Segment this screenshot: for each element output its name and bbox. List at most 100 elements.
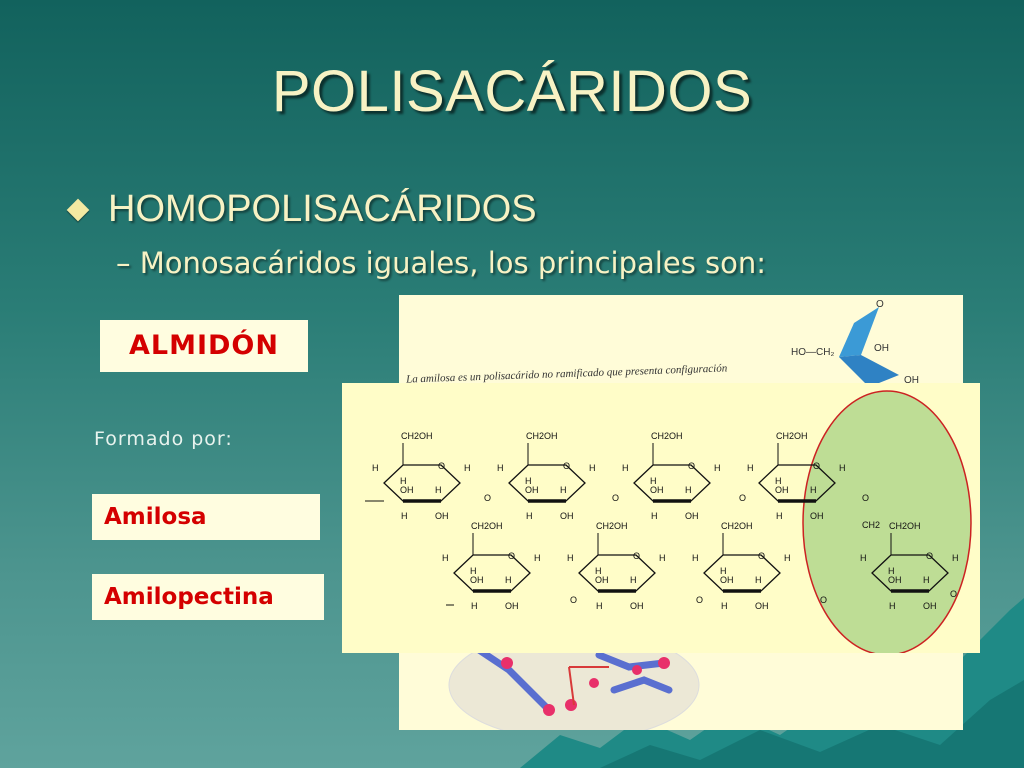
glucose-ring xyxy=(383,464,461,502)
h-label: H xyxy=(505,575,512,585)
h-label: H xyxy=(596,601,603,611)
glucose-ring xyxy=(703,554,781,592)
oh-label: OH xyxy=(888,575,902,585)
o-label: O xyxy=(563,461,570,471)
glucose-ring xyxy=(633,464,711,502)
h-label: H xyxy=(560,485,567,495)
h-label: H xyxy=(888,566,895,576)
h-label: H xyxy=(755,575,762,585)
oh-label: OH xyxy=(595,575,609,585)
h-label: H xyxy=(952,553,959,563)
oh-label: OH xyxy=(685,511,699,521)
hoch2-label: HO—CH₂ xyxy=(791,347,834,358)
h-label: H xyxy=(567,553,574,563)
h-label: H xyxy=(721,601,728,611)
h-label: H xyxy=(923,575,930,585)
glycosidic-o: O xyxy=(739,493,746,503)
oh-label: OH xyxy=(650,485,664,495)
o-label: O xyxy=(633,551,640,561)
o-label: O xyxy=(508,551,515,561)
o-label: O xyxy=(758,551,765,561)
h-label: H xyxy=(471,601,478,611)
ch2oh-label: CH2OH xyxy=(401,431,433,441)
amylose-helix-illustration: HO—CH₂ OH O OH xyxy=(448,299,919,730)
ch2oh-label: CH2OH xyxy=(651,431,683,441)
oh-label: OH xyxy=(810,511,824,521)
ch2oh-label: CH2OH xyxy=(526,431,558,441)
glycosidic-o: O xyxy=(820,595,827,605)
formado-label: Formado por: xyxy=(94,428,233,450)
amilosa-box: Amilosa xyxy=(92,494,320,540)
highlight-ellipse xyxy=(802,390,972,656)
h-label: H xyxy=(435,485,442,495)
h-label: H xyxy=(470,566,477,576)
glucose-ring xyxy=(453,554,531,592)
h-label: H xyxy=(747,463,754,473)
h-label: H xyxy=(714,463,721,473)
h-label: H xyxy=(372,463,379,473)
ch2oh-label: CH2OH xyxy=(471,521,503,531)
h-label: H xyxy=(784,553,791,563)
oh-label: OH xyxy=(923,601,937,611)
oh-label: OH xyxy=(470,575,484,585)
glycosidic-o: O xyxy=(612,493,619,503)
bullet-main-text: HOMOPOLISACÁRIDOS xyxy=(108,188,537,230)
h-label: H xyxy=(685,485,692,495)
h-label: H xyxy=(692,553,699,563)
h-label: H xyxy=(595,566,602,576)
almidon-box: ALMIDÓN xyxy=(100,320,308,372)
h-label: H xyxy=(401,511,408,521)
ch2oh-label: CH2OH xyxy=(889,521,921,531)
diamond-bullet-icon xyxy=(66,198,90,221)
oh-label: OH xyxy=(560,511,574,521)
h-label: H xyxy=(497,463,504,473)
h-label: H xyxy=(589,463,596,473)
bullet-homopolisacaridos: HOMOPOLISACÁRIDOS xyxy=(64,188,537,231)
amilopectina-box: Amilopectina xyxy=(92,574,324,620)
h-label: H xyxy=(889,601,896,611)
h-label: H xyxy=(810,485,817,495)
h-label: H xyxy=(651,511,658,521)
o-label-a: O xyxy=(876,299,884,310)
h-label: H xyxy=(776,511,783,521)
slide-title: POLISACÁRIDOS xyxy=(271,59,753,124)
oh-label: OH xyxy=(525,485,539,495)
h-label: H xyxy=(720,566,727,576)
oh-label: OH xyxy=(775,485,789,495)
oh-label-a: OH xyxy=(874,343,889,354)
bullet-sub-text: – Monosacáridos iguales, los principales… xyxy=(116,246,767,280)
glycosidic-o: O xyxy=(862,493,869,503)
oh-label: OH xyxy=(720,575,734,585)
glycosidic-o: O xyxy=(570,595,577,605)
glycosidic-o: O xyxy=(950,589,957,599)
ch2oh-label: CH2OH xyxy=(721,521,753,531)
o-label: O xyxy=(688,461,695,471)
h-label: H xyxy=(650,476,657,486)
h-label: H xyxy=(534,553,541,563)
oh-label: OH xyxy=(400,485,414,495)
oh-label: OH xyxy=(630,601,644,611)
o-label: O xyxy=(926,551,933,561)
h-label: H xyxy=(860,553,867,563)
h-label: H xyxy=(464,463,471,473)
glycosidic-o: O xyxy=(484,493,491,503)
o-label: O xyxy=(813,461,820,471)
h-label: H xyxy=(630,575,637,585)
ch2-label: CH2 xyxy=(862,520,880,530)
h-label: H xyxy=(659,553,666,563)
h-label: H xyxy=(525,476,532,486)
o-label: O xyxy=(438,461,445,471)
oh-label-b: OH xyxy=(904,375,919,386)
h-label: H xyxy=(442,553,449,563)
h-label: H xyxy=(775,476,782,486)
h-label: H xyxy=(839,463,846,473)
glucose-ring xyxy=(578,554,656,592)
ch2oh-label: CH2OH xyxy=(596,521,628,531)
oh-label: OH xyxy=(505,601,519,611)
ch2oh-label: CH2OH xyxy=(776,431,808,441)
oh-label: OH xyxy=(755,601,769,611)
glucose-ring xyxy=(508,464,586,502)
h-label: H xyxy=(400,476,407,486)
